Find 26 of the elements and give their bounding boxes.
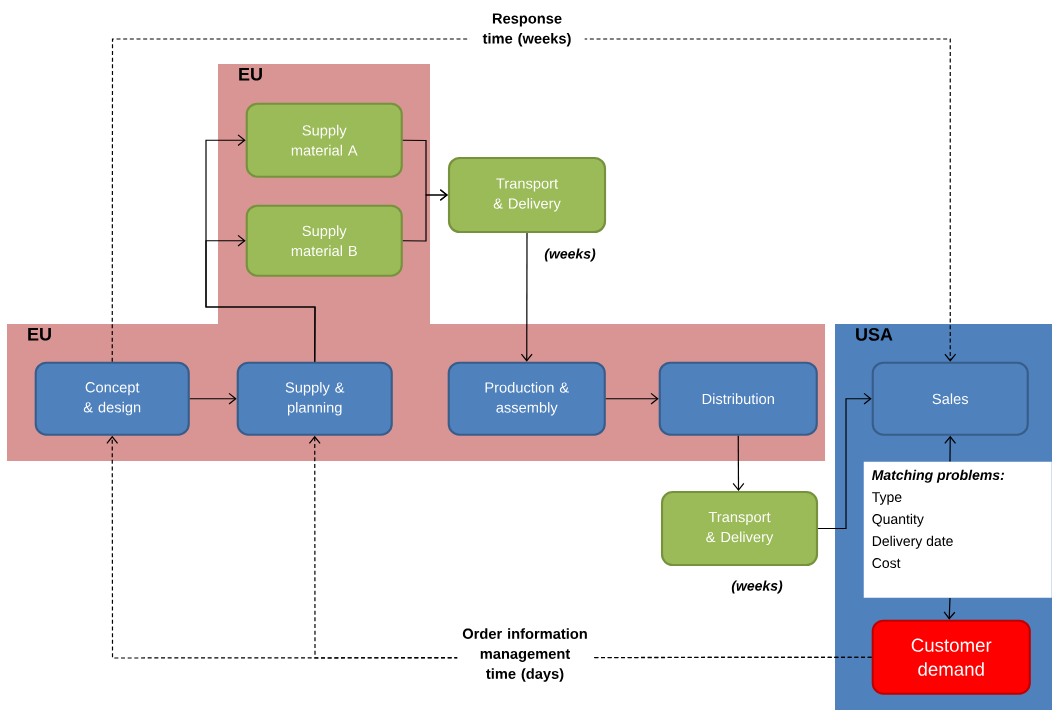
transport-box: Transport & Delivery xyxy=(447,156,607,234)
arrow xyxy=(189,392,237,405)
edge-label: Response time (weeks) xyxy=(469,10,585,50)
transport-box: Supply material A xyxy=(245,102,403,178)
arrow xyxy=(111,38,957,363)
arrow xyxy=(817,392,872,530)
arrow xyxy=(205,234,316,363)
duration-label: (weeks) xyxy=(544,248,596,262)
edge-label: Order information management time (days) xyxy=(457,625,593,685)
note-box: Matching problems: Type Quantity Delivery date Cost xyxy=(863,461,1052,598)
process-box: Sales xyxy=(871,361,1029,436)
process-box: Concept & design xyxy=(34,361,190,436)
arrow xyxy=(943,597,956,620)
arrow xyxy=(944,435,957,463)
transport-box: Supply material B xyxy=(245,204,403,277)
process-box: Distribution xyxy=(658,361,818,436)
arrow xyxy=(605,392,659,405)
demand-box: Customer demand xyxy=(871,619,1031,695)
arrow xyxy=(402,189,448,242)
node-label: EU xyxy=(239,68,262,81)
transport-box: Transport & Delivery xyxy=(660,490,819,567)
arrow xyxy=(732,435,745,491)
process-box: Production & assembly xyxy=(447,361,606,436)
duration-label: (weeks) xyxy=(731,580,783,594)
arrow xyxy=(520,232,533,362)
process-box: Supply & planning xyxy=(236,361,393,436)
